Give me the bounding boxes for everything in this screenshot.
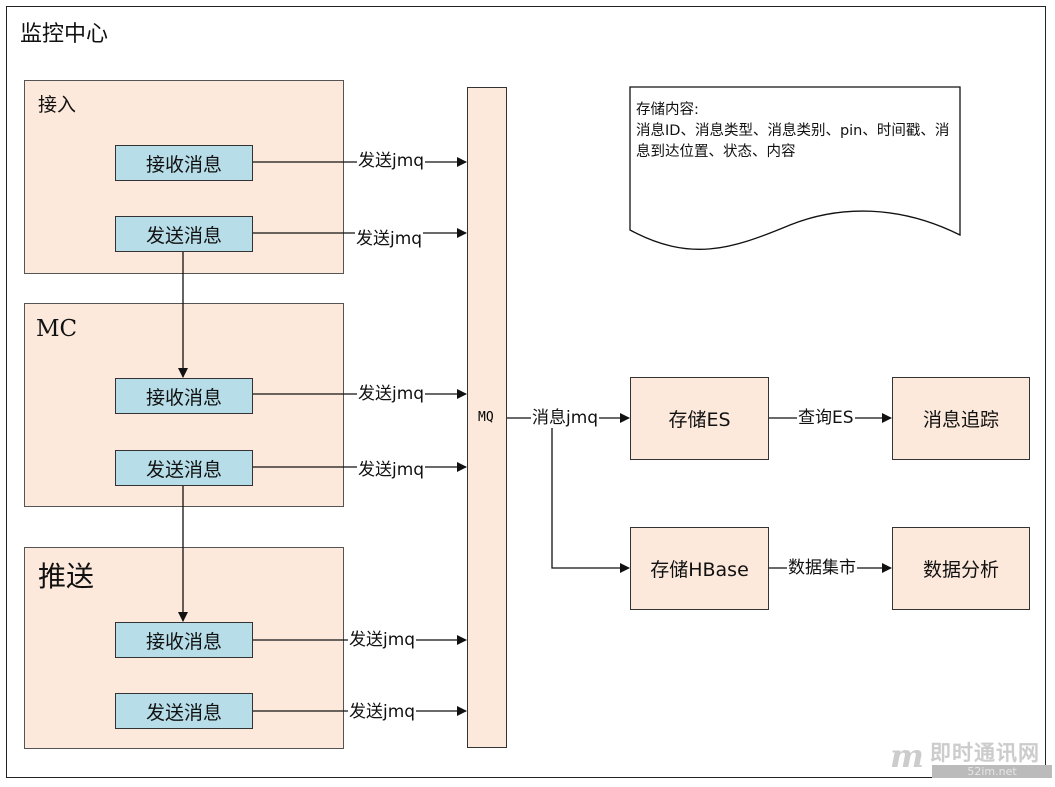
edge-mq-hbase xyxy=(551,418,630,573)
edge-label-mart: 数据集市 xyxy=(787,558,857,578)
edge-label: 发送jmq xyxy=(357,460,426,480)
storage-doc-shape xyxy=(629,86,961,250)
push-send-node: 发送消息 xyxy=(115,693,253,729)
storage-doc-body: 消息ID、消息类型、消息类别、pin、时间戳、消息到达位置、状态、内容 xyxy=(636,123,950,160)
watermark-logo: m xyxy=(890,737,924,775)
access-receive-node: 接收消息 xyxy=(115,145,253,181)
data-analysis-node: 数据分析 xyxy=(892,527,1030,610)
edge-label: 发送jmq xyxy=(357,151,426,171)
storage-doc-text: 存储内容: 消息ID、消息类型、消息类别、pin、时间戳、消息到达位置、状态、内… xyxy=(636,100,956,163)
watermark-url: 52im.net xyxy=(932,765,1052,778)
edge-label-query: 查询ES xyxy=(797,408,855,428)
group-push-label: 推送 xyxy=(38,560,95,593)
mc-receive-node: 接收消息 xyxy=(115,378,253,414)
group-mc-label: MC xyxy=(36,316,78,342)
edge-label: 发送jmq xyxy=(355,229,424,249)
mq-bar xyxy=(467,87,507,748)
edge-label-mq: 消息jmq xyxy=(531,408,600,428)
mc-send-node: 发送消息 xyxy=(115,450,253,486)
diagram-title: 监控中心 xyxy=(20,22,109,47)
outer-frame xyxy=(6,6,1046,778)
message-trace-node: 消息追踪 xyxy=(892,377,1030,460)
edge-label: 发送jmq xyxy=(348,630,417,650)
storage-doc-heading: 存储内容: xyxy=(636,102,699,118)
mq-label: MQ xyxy=(478,410,494,425)
group-access-label: 接入 xyxy=(38,94,77,116)
watermark-name: 即时通讯网 xyxy=(930,741,1040,765)
store-es-node: 存储ES xyxy=(630,377,769,460)
store-hbase-node: 存储HBase xyxy=(630,527,769,610)
edge-label: 发送jmq xyxy=(348,702,417,722)
edge-label: 发送jmq xyxy=(357,384,426,404)
access-send-node: 发送消息 xyxy=(115,216,253,252)
push-receive-node: 接收消息 xyxy=(115,622,253,658)
